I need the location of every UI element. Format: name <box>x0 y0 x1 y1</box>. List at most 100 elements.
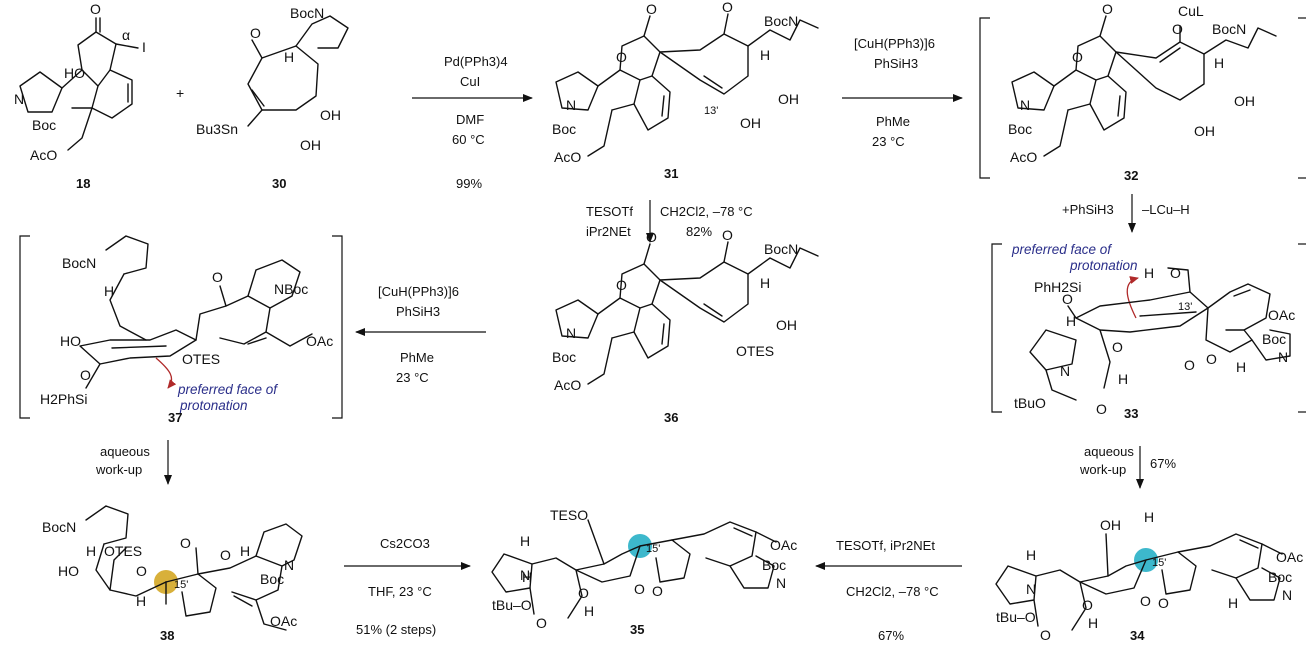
atom-text: O <box>136 563 147 579</box>
atom-text: O <box>722 227 733 243</box>
atom-text: H <box>1144 509 1154 525</box>
step-6: TESOTf iPr2NEt CH2Cl2, –78 °C 82% <box>586 200 753 243</box>
atom-text: OH <box>1234 93 1255 109</box>
atom-text: AcO <box>554 149 581 165</box>
atom-text: O <box>578 585 589 601</box>
step-2: [CuH(PPh3)]6 PhSiH3 PhMe 23 °C <box>842 36 963 149</box>
compound-36: O O O BocN H N OH Boc OTES AcO 36 <box>552 227 819 425</box>
compound-33: preferred face of protonation H O 13' Ph… <box>991 242 1306 421</box>
compound-label-37: 37 <box>168 410 182 425</box>
atom-text: O <box>1096 401 1107 417</box>
atom-text: Boc <box>762 557 786 573</box>
atom-text: N <box>566 97 576 113</box>
condition-text: TESOTf, iPr2NEt <box>836 538 935 553</box>
condition-text: –LCu–H <box>1142 202 1190 217</box>
atom-text: H <box>760 275 770 291</box>
condition-text: [CuH(PPh3)]6 <box>854 36 935 51</box>
annotation-note: preferred face of <box>1011 242 1112 257</box>
atom-text: I <box>142 39 146 55</box>
atom-text: Boc <box>552 121 576 137</box>
atom-text: 15' <box>174 579 188 591</box>
atom-text: BocN <box>764 13 798 29</box>
atom-text: O <box>646 229 657 245</box>
atom-text: OAc <box>1268 307 1295 323</box>
atom-text: Boc <box>1268 569 1292 585</box>
compound-label-18: 18 <box>76 176 90 191</box>
compound-label-38: 38 <box>160 628 174 643</box>
atom-text: N <box>284 557 294 573</box>
atom-text: O <box>1072 49 1083 65</box>
atom-text: OAc <box>306 333 333 349</box>
condition-text: CuI <box>460 74 480 89</box>
step-4: aqueous work-up 67% <box>1079 444 1176 489</box>
compound-37: BocN O H NBoc HO OTES OAc O H2PhSi prefe… <box>19 235 343 425</box>
atom-text: H <box>104 283 114 299</box>
atom-text: N <box>1026 581 1036 597</box>
atom-text: N <box>776 575 786 591</box>
condition-text: work-up <box>1079 462 1126 477</box>
atom-text: H <box>136 593 146 609</box>
atom-text: H <box>522 569 532 585</box>
atom-text: OH <box>740 115 761 131</box>
atom-text: O <box>1040 627 1051 643</box>
condition-text: 60 °C <box>452 132 485 147</box>
plus-sign: + <box>176 85 184 101</box>
atom-text: O <box>1206 351 1217 367</box>
atom-text: OTES <box>736 343 774 359</box>
step-1: Pd(PPh3)4 CuI DMF 60 °C 99% <box>412 54 533 191</box>
atom-text: O <box>722 0 733 15</box>
atom-text: O <box>1062 291 1073 307</box>
condition-text: Cs2CO3 <box>380 536 430 551</box>
atom-text: N <box>1278 349 1288 365</box>
atom-text: NBoc <box>274 281 308 297</box>
atom-text: H <box>1066 313 1076 329</box>
atom-text: O <box>1102 1 1113 17</box>
atom-text: O <box>1112 339 1123 355</box>
atom-text: tBuO <box>1014 395 1046 411</box>
atom-text: O <box>80 367 91 383</box>
condition-text: PhSiH3 <box>396 304 440 319</box>
step-7: [CuH(PPh3)]6 PhSiH3 PhMe 23 °C <box>355 284 486 385</box>
atom-text: BocN <box>290 5 324 21</box>
condition-text: work-up <box>95 462 142 477</box>
atom-text: N <box>566 325 576 341</box>
atom-text: O <box>536 615 547 631</box>
atom-text: O <box>652 583 663 599</box>
atom-text: HO <box>58 563 79 579</box>
condition-text: CH2Cl2, –78 °C <box>660 204 753 219</box>
condition-text: DMF <box>456 112 484 127</box>
compound-label-36: 36 <box>664 410 678 425</box>
atom-text: O <box>634 581 645 597</box>
compound-30: O BocN H Bu3Sn OH OH 30 <box>196 5 349 191</box>
compound-label-34: 34 <box>1130 628 1145 643</box>
atom-text: OAc <box>1276 549 1303 565</box>
atom-text: OH <box>778 91 799 107</box>
compound-label-35: 35 <box>630 622 644 637</box>
atom-text: H <box>1228 595 1238 611</box>
step-3: +PhSiH3 –LCu–H <box>1062 194 1190 233</box>
atom-text: OH <box>300 137 321 153</box>
atom-text: tBu–O <box>996 609 1036 625</box>
annotation-note: preferred face of <box>177 382 278 397</box>
atom-text: OAc <box>770 537 797 553</box>
condition-text: iPr2NEt <box>586 224 631 239</box>
yield-text: 67% <box>1150 456 1176 471</box>
atom-text: H <box>520 533 530 549</box>
atom-text: O <box>1140 593 1151 609</box>
atom-text: 13' <box>704 105 718 117</box>
atom-text: BocN <box>764 241 798 257</box>
annotation-note: protonation <box>1069 258 1138 273</box>
atom-text: H <box>1118 371 1128 387</box>
atom-text: N <box>1020 97 1030 113</box>
atom-text: N <box>1060 363 1070 379</box>
atom-text: O <box>1184 357 1195 373</box>
yield-text: 99% <box>456 176 482 191</box>
atom-text: OH <box>1194 123 1215 139</box>
atom-text: 15' <box>1152 557 1166 569</box>
atom-text: Boc <box>1262 331 1286 347</box>
yield-text: 82% <box>686 224 712 239</box>
atom-text: TESO <box>550 507 588 523</box>
condition-text: +PhSiH3 <box>1062 202 1114 217</box>
atom-text: Boc <box>1008 121 1032 137</box>
atom-text: O <box>180 535 191 551</box>
